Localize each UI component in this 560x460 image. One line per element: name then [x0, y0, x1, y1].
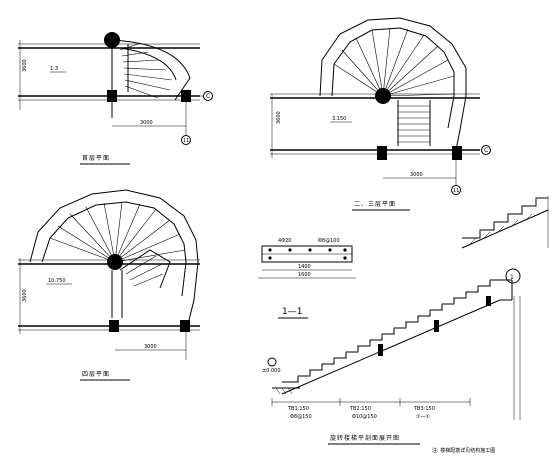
column-square — [181, 90, 191, 102]
rebar-mark — [378, 344, 383, 356]
plan-upper-floor: 3600 3.150 3000 C 11 二、三层平面 — [270, 17, 491, 211]
elevation-dim: TB1:150 — [287, 406, 309, 412]
slab-note: 1:3 — [50, 66, 58, 72]
stair-elevation: ±0.000 TB1:150 TB2:150 TB3:150 Φ8@150 Φ1… — [262, 279, 521, 454]
axis-bubble — [451, 185, 461, 195]
axis-bubble — [481, 145, 491, 155]
column-square — [452, 146, 462, 160]
plan-title: 四层平面 — [82, 371, 110, 378]
section-1-1: 4Φ20 Φ8@100 1400 1600 1—1 — [258, 238, 356, 319]
axis-bubble — [181, 135, 191, 145]
plan-ground-floor: 3600 3000 1:3 C 11 首层平面 — [18, 32, 213, 165]
dim-vertical: 3600 — [22, 289, 28, 302]
plan-top-floor: 3600 10.750 3000 四层平面 — [18, 189, 200, 381]
section-title: 1—1 — [282, 307, 302, 317]
dim-horizontal: 3000 — [140, 120, 153, 126]
plan-title: 首层平面 — [82, 154, 110, 162]
axis-label: C — [484, 147, 488, 154]
level-mark: 10.750 — [48, 278, 66, 284]
section-overall: 1600 — [298, 272, 311, 278]
level-mark: 3.150 — [332, 116, 346, 122]
elevation-note: 注: 楼梯配筋详见结构施工图 — [432, 447, 495, 454]
column-square — [180, 320, 190, 332]
section-width: 1400 — [298, 264, 311, 270]
dim-vertical: 3600 — [276, 111, 282, 124]
column-square — [377, 146, 387, 160]
axis-label: 11 — [183, 138, 189, 144]
elevation-title: 旋转楼梯平剖面展开图 — [330, 434, 400, 442]
axis-label: C — [206, 93, 210, 100]
level-start: ±0.000 — [262, 368, 281, 374]
level-note: ①—① — [416, 414, 430, 420]
elevation-rebar: Φ8@150 — [290, 414, 312, 420]
detail-bubble — [505, 268, 521, 284]
elevation-rebar: Φ10@150 — [352, 414, 377, 420]
column-square — [109, 320, 119, 332]
detail-bubble-label: 1 — [510, 274, 514, 281]
plan-title: 二、三层平面 — [354, 201, 396, 208]
rebar-mark — [434, 320, 439, 332]
level-bubble — [267, 357, 277, 367]
dim-horizontal: 3000 — [410, 172, 423, 178]
axis-label: 11 — [453, 188, 459, 194]
dim-horizontal: 3000 — [144, 344, 157, 350]
column-square — [107, 90, 117, 102]
rebar-mark — [486, 296, 491, 306]
section-reinf-top: 4Φ20 — [278, 238, 291, 244]
axis-bubble — [203, 91, 213, 101]
dim-vertical: 3600 — [22, 59, 28, 72]
stair-tread-detail: 1 — [461, 196, 549, 284]
elevation-dim: TB3:150 — [413, 406, 435, 412]
section-reinf-side: Φ8@100 — [318, 238, 340, 244]
elevation-dim: TB2:150 — [349, 406, 371, 412]
